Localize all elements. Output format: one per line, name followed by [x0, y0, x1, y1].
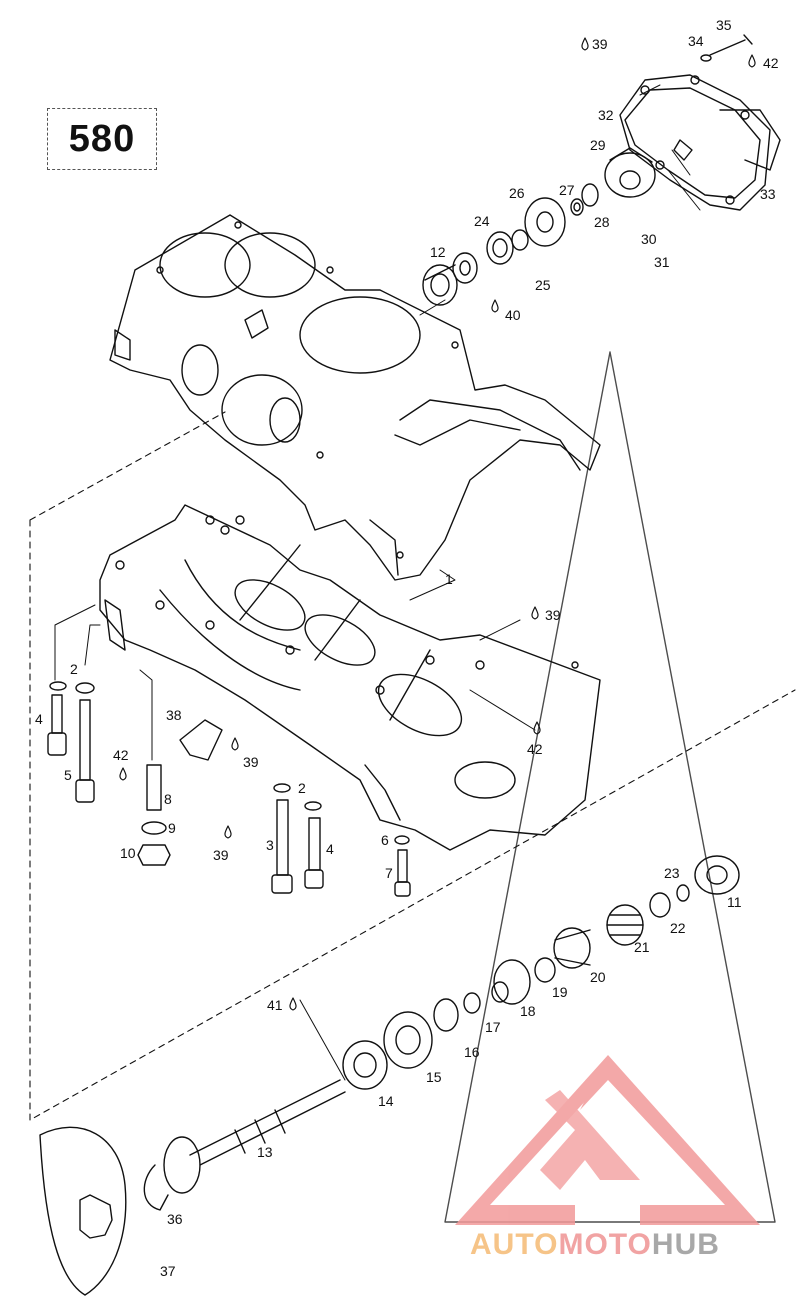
callout-37: 37: [160, 1263, 176, 1279]
callout-21: 21: [634, 939, 650, 955]
callout-38: 38: [166, 707, 182, 723]
callout-42-c: 42: [113, 747, 129, 763]
model-number-box: 580: [47, 108, 157, 170]
callout-9: 9: [168, 820, 176, 836]
callout-13: 13: [257, 1144, 273, 1160]
watermark-triangle: [455, 1055, 760, 1225]
callout-35: 35: [716, 17, 732, 33]
drop-icon: [289, 997, 297, 1011]
callout-33: 33: [760, 186, 776, 202]
callout-16: 16: [464, 1044, 480, 1060]
callout-19: 19: [552, 984, 568, 1000]
seal-stack-upper: [422, 183, 599, 306]
callout-20: 20: [590, 969, 606, 985]
callout-40: 40: [505, 307, 521, 323]
callout-4: 4: [35, 711, 43, 727]
callout-29: 29: [590, 137, 606, 153]
callout-30: 30: [641, 231, 657, 247]
callout-24: 24: [474, 213, 490, 229]
callout-18: 18: [520, 1003, 536, 1019]
callout-32: 32: [598, 107, 614, 123]
callout-2: 2: [70, 661, 78, 677]
drop-icon: [533, 721, 541, 735]
callout-26: 26: [509, 185, 525, 201]
model-number: 580: [68, 117, 136, 160]
callout-10: 10: [120, 845, 136, 861]
drop-icon: [581, 37, 589, 51]
callout-3: 3: [266, 837, 274, 853]
callout-11: 11: [727, 894, 742, 910]
watermark-logo: [444, 351, 776, 1223]
drop-icon: [748, 54, 756, 68]
callout-36: 36: [167, 1211, 183, 1227]
callout-28: 28: [594, 214, 610, 230]
drop-icon: [224, 825, 232, 839]
callout-39-b: 39: [545, 607, 561, 623]
drop-icon: [491, 299, 499, 313]
watermark-part-auto: AUTO: [470, 1228, 559, 1261]
callout-14: 14: [378, 1093, 394, 1109]
callout-42: 42: [763, 55, 779, 71]
callout-25: 25: [535, 277, 551, 293]
callout-39: 39: [592, 36, 608, 52]
callout-22: 22: [670, 920, 686, 936]
callout-39-d: 39: [213, 847, 229, 863]
lower-crankcase: [99, 504, 601, 851]
callout-23: 23: [664, 865, 680, 881]
fasteners-left: [47, 681, 411, 897]
watermark-part-moto: MOTO: [558, 1228, 652, 1261]
shaft-stack: [39, 855, 740, 1296]
callout-1: 1: [445, 571, 453, 587]
callout-34: 34: [688, 33, 704, 49]
callout-41: 41: [267, 997, 283, 1013]
drop-icon: [531, 606, 539, 620]
upper-crankcase: [109, 214, 601, 581]
callout-17: 17: [485, 1019, 501, 1035]
watermark-text: AUTOMOTOHUB: [470, 1228, 790, 1262]
watermark-part-hub: HUB: [651, 1228, 720, 1261]
callout-4-b: 4: [326, 841, 334, 857]
drop-icon: [231, 737, 239, 751]
drop-icon: [119, 767, 127, 781]
leader-lines: [54, 84, 701, 1081]
callout-31: 31: [654, 254, 670, 270]
callout-42-b: 42: [527, 741, 543, 757]
callout-39-c: 39: [243, 754, 259, 770]
callout-6: 6: [381, 832, 389, 848]
drop-icons: [119, 37, 756, 1011]
pump-cover-group: [604, 34, 781, 211]
callout-5: 5: [64, 767, 72, 783]
callout-8: 8: [164, 791, 172, 807]
callout-15: 15: [426, 1069, 442, 1085]
callout-7: 7: [385, 865, 393, 881]
callout-27: 27: [559, 182, 575, 198]
callout-2-b: 2: [298, 780, 306, 796]
callout-12: 12: [430, 244, 446, 260]
